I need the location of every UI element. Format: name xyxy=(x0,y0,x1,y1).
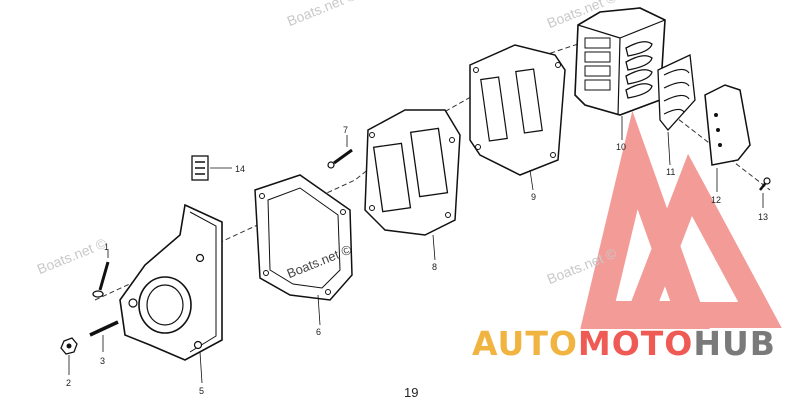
part-12-reed-stop xyxy=(704,84,751,192)
part-7-screw xyxy=(327,135,353,169)
part-9-gasket xyxy=(469,44,566,191)
callout-3: 3 xyxy=(100,356,105,366)
callout-14: 14 xyxy=(235,164,245,174)
part-10-reed-block xyxy=(574,7,666,140)
brand-logo: AUTOMOTOHUB xyxy=(472,324,776,363)
part-5-housing xyxy=(119,203,223,384)
callout-13: 13 xyxy=(758,212,768,222)
part-6-gasket xyxy=(254,174,353,326)
callout-5: 5 xyxy=(199,386,204,396)
callout-11: 11 xyxy=(666,167,675,177)
brand-logo-hub: HUB xyxy=(693,324,776,363)
logo-mark-icon xyxy=(580,110,782,329)
part-8-reed-plate xyxy=(364,109,461,261)
callout-10: 10 xyxy=(616,142,626,152)
part-2-nut xyxy=(60,337,78,375)
brand-logo-auto: AUTO xyxy=(472,324,578,363)
part-1-screw xyxy=(92,250,110,298)
part-3-stud xyxy=(89,320,119,352)
callout-9: 9 xyxy=(531,192,536,202)
part-14-decal xyxy=(191,155,232,181)
callout-12: 12 xyxy=(711,195,721,205)
callout-2: 2 xyxy=(66,378,71,388)
callout-1: 1 xyxy=(104,242,109,252)
page-number: 19 xyxy=(404,385,419,400)
brand-logo-moto: MOTO xyxy=(577,324,694,363)
part-11-reed-petals xyxy=(657,54,696,166)
callout-6: 6 xyxy=(316,327,321,337)
callout-8: 8 xyxy=(432,262,437,272)
part-13-screw xyxy=(759,177,771,208)
callout-7: 7 xyxy=(343,125,348,135)
